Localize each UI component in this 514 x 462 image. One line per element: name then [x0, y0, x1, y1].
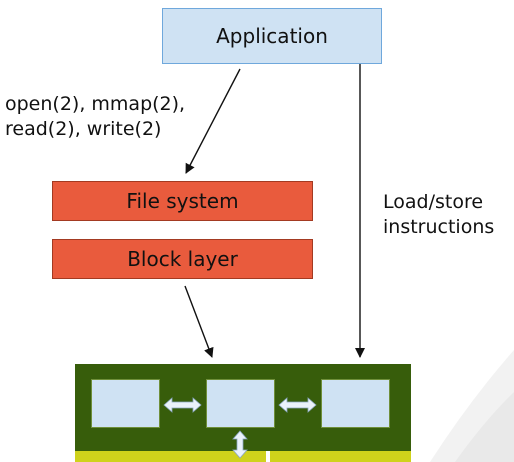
syscall-label-line-1: open(2), mmap(2),	[5, 93, 186, 115]
syscall-label: open(2), mmap(2), read(2), write(2)	[5, 92, 185, 142]
block-layer-label: Block layer	[127, 247, 238, 271]
chip-to-bus-double-arrow-icon	[232, 430, 248, 459]
load-store-label-line-2: instructions	[383, 216, 495, 238]
memory-chip-1	[91, 379, 160, 428]
syscall-label-line-2: read(2), write(2)	[5, 118, 162, 140]
file-system-box: File system	[52, 181, 313, 221]
chip1-chip2-double-arrow-icon	[163, 397, 202, 413]
module-pins-left	[75, 451, 266, 462]
memory-chip-2	[206, 379, 275, 428]
memory-chip-3	[321, 379, 390, 428]
application-box: Application	[162, 8, 382, 64]
chip2-chip3-double-arrow-icon	[278, 397, 317, 413]
load-store-label: Load/store instructions	[383, 190, 494, 240]
block-to-memory-arrow	[184, 285, 214, 358]
block-layer-box: Block layer	[52, 239, 313, 279]
load-store-label-line-1: Load/store	[383, 191, 484, 213]
module-pins-right	[270, 451, 411, 462]
syscall-arrow	[185, 68, 241, 174]
file-system-label: File system	[126, 189, 239, 213]
application-label: Application	[216, 24, 328, 48]
